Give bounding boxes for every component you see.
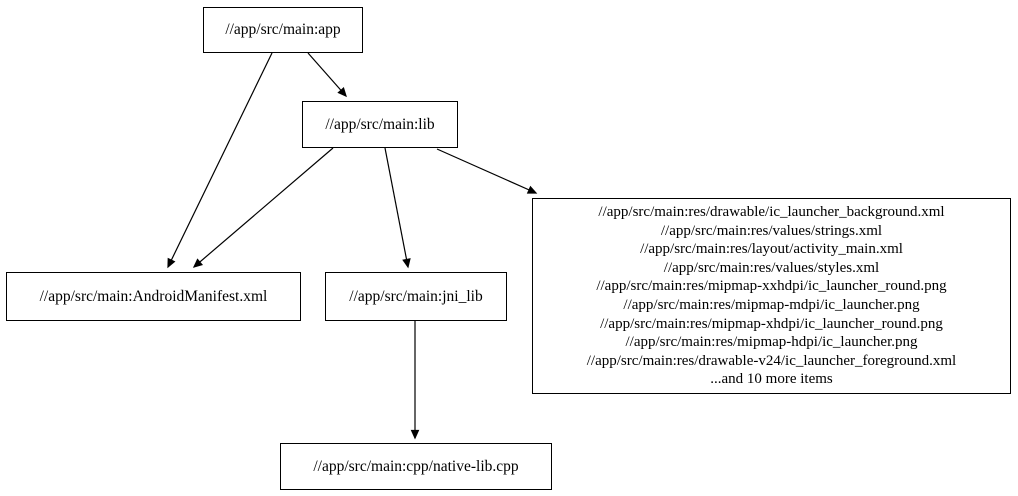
edge-app-to-manifest [167, 52, 273, 269]
node-app-label: //app/src/main:app [225, 21, 341, 39]
node-native-lib-cpp-label: //app/src/main:cpp/native-lib.cpp [313, 457, 519, 475]
node-android-manifest: //app/src/main:AndroidManifest.xml [6, 272, 301, 321]
node-native-lib-cpp: //app/src/main:cpp/native-lib.cpp [280, 443, 552, 490]
res-more-items: ...and 10 more items [710, 371, 833, 388]
res-item: //app/src/main:res/drawable/ic_launcher_… [598, 204, 945, 221]
res-item: //app/src/main:res/values/strings.xml [660, 222, 883, 239]
res-item: //app/src/main:res/mipmap-mdpi/ic_launch… [623, 297, 920, 313]
edge-lib-to-manifest [192, 147, 334, 268]
node-jni-lib: //app/src/main:jni_lib [325, 272, 507, 321]
node-jni-lib-label: //app/src/main:jni_lib [349, 287, 483, 305]
node-lib-target: //app/src/main:lib [302, 101, 458, 148]
res-item: //app/src/main:res/values/styles.xml [663, 259, 880, 276]
res-item: //app/src/main:res/mipmap-xxhdpi/ic_laun… [596, 278, 947, 295]
node-android-manifest-label: //app/src/main:AndroidManifest.xml [39, 287, 268, 305]
edge-lib-to-jni-lib [384, 147, 411, 269]
res-item: //app/src/main:res/mipmap-hdpi/ic_launch… [625, 334, 918, 351]
node-res-group: //app/src/main:res/drawable/ic_launcher_… [532, 198, 1011, 394]
res-item: //app/src/main:res/drawable-v24/ic_launc… [586, 352, 957, 369]
edge-app-to-lib [307, 52, 347, 98]
edge-lib-to-res [436, 148, 538, 194]
res-item: //app/src/main:res/layout/activity_main.… [640, 241, 903, 258]
node-app-target: //app/src/main:app [203, 7, 363, 53]
node-lib-label: //app/src/main:lib [325, 115, 435, 133]
res-item: //app/src/main:res/mipmap-xhdpi/ic_launc… [600, 315, 943, 332]
